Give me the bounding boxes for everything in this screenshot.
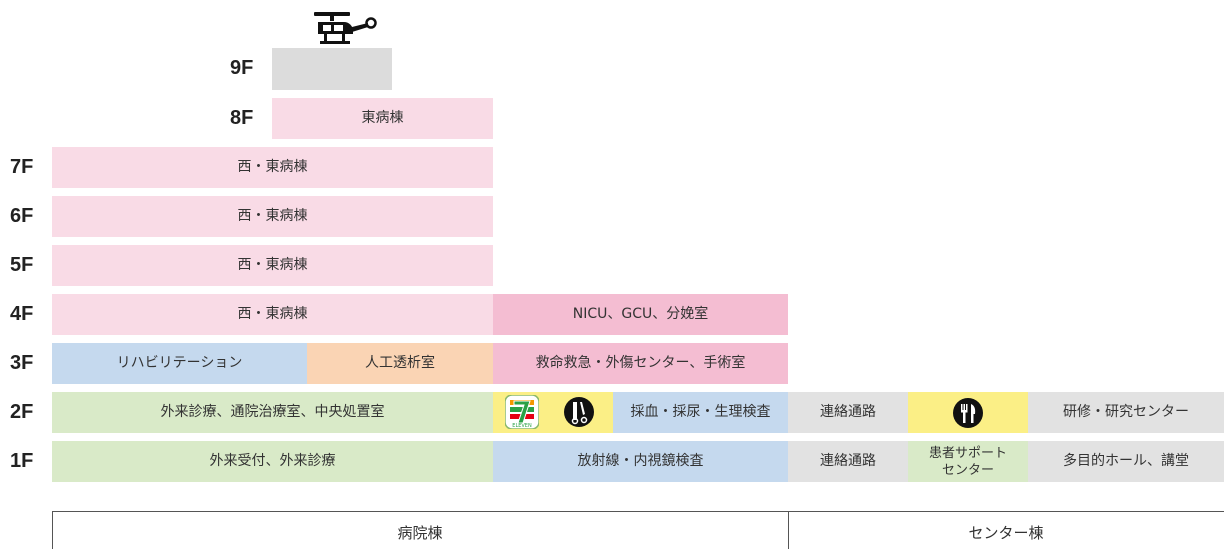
area-9f-rooftop: [272, 48, 392, 90]
area-2f-training: 研修・研究センター: [1028, 392, 1224, 433]
floor-label-6f: 6F: [10, 205, 34, 227]
area-1f-patient-support: 患者サポート センター: [908, 441, 1028, 482]
fork-knife-icon: [952, 397, 984, 429]
floor-label-5f: 5F: [10, 254, 34, 276]
footer-left-tick: [52, 511, 53, 549]
area-2f-lab: 採血・採尿・生理検査: [613, 392, 788, 433]
area-2f-outpatient: 外来診療、通院治療室、中央処置室: [52, 392, 493, 433]
area-4f-nicu: NICU、GCU、分娩室: [493, 294, 788, 335]
footer-divider-tick: [788, 511, 789, 549]
floor-label-1f: 1F: [10, 450, 34, 472]
floor-label-2f: 2F: [10, 401, 34, 423]
center-building-label: センター棟: [968, 524, 1044, 542]
area-1f-reception: 外来受付、外来診療: [52, 441, 493, 482]
area-4f-west-east-ward: 西・東病棟: [52, 294, 493, 335]
area-1f-hall: 多目的ホール、講堂: [1028, 441, 1224, 482]
area-3f-dialysis: 人工透析室: [307, 343, 493, 384]
floor-label-8f: 8F: [230, 107, 254, 129]
area-1f-corridor: 連絡通路: [788, 441, 908, 482]
floor-label-7f: 7F: [10, 156, 34, 178]
floor-label-4f: 4F: [10, 303, 34, 325]
barber-scissors-icon: [563, 396, 595, 428]
area-2f-restaurant: [908, 392, 1028, 433]
seven-eleven-icon: ELEVEN: [504, 394, 540, 430]
floor-label-9f: 9F: [230, 57, 254, 79]
floor-label-3f: 3F: [10, 352, 34, 374]
area-5f-west-east-ward: 西・東病棟: [52, 245, 493, 286]
svg-text:ELEVEN: ELEVEN: [512, 423, 532, 429]
area-2f-amenities: ELEVEN: [493, 392, 613, 433]
area-8f-east-ward: 東病棟: [272, 98, 493, 139]
area-3f-rehab: リハビリテーション: [52, 343, 307, 384]
helicopter-icon: [310, 10, 380, 50]
area-1f-radiology: 放射線・内視鏡検査: [493, 441, 788, 482]
footer-top-line: [52, 511, 1224, 512]
area-2f-corridor: 連絡通路: [788, 392, 908, 433]
area-6f-west-east-ward: 西・東病棟: [52, 196, 493, 237]
hospital-building-label: 病院棟: [397, 524, 443, 542]
area-7f-west-east-ward: 西・東病棟: [52, 147, 493, 188]
area-3f-emergency: 救命救急・外傷センター、手術室: [493, 343, 788, 384]
